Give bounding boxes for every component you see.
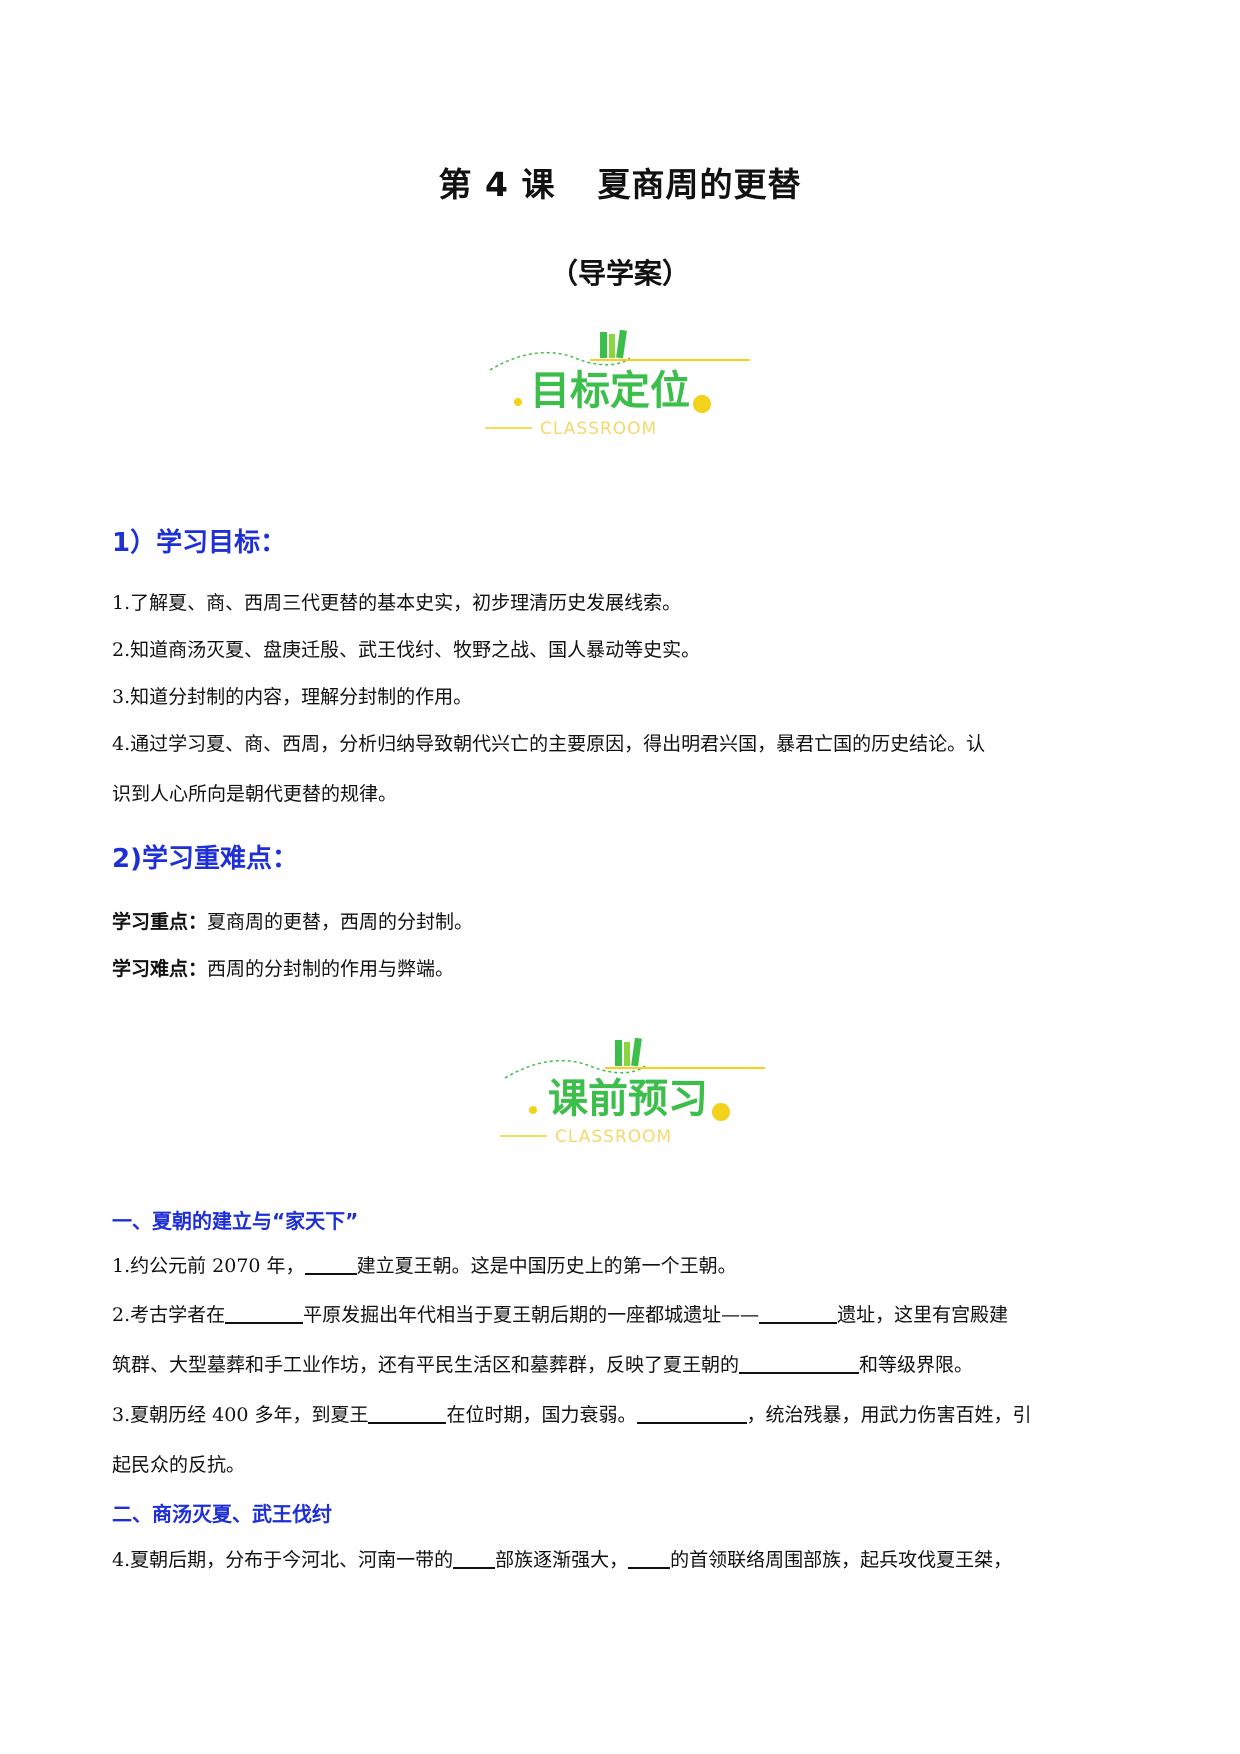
lesson-subtitle: （导学案） bbox=[549, 257, 690, 290]
preview-part2-heading: 二、商汤灭夏、武王伐纣 bbox=[112, 1502, 332, 1526]
badge-preview-label: 课前预习 bbox=[548, 1076, 708, 1122]
badge-target-caption: CLASSROOM bbox=[540, 419, 657, 439]
lesson-title: 第 4 课 夏商周的更替 bbox=[0, 158, 1240, 206]
answer-blank[interactable] bbox=[759, 1302, 838, 1324]
key-point-label: 学习重点： bbox=[112, 911, 208, 933]
key-point-text: 夏商周的更替，西周的分封制。 bbox=[207, 911, 474, 933]
preview-part1-heading: 一、夏朝的建立与“家天下” bbox=[112, 1209, 359, 1233]
difficulty-line: 学习难点：西周的分封制的作用与弊端。 bbox=[112, 957, 1132, 981]
key-point-line: 学习重点：夏商周的更替，西周的分封制。 bbox=[112, 910, 1132, 934]
goal-item-2: 2.知道商汤灭夏、盘庚迁殷、武王伐纣、牧野之战、国人暴动等史实。 bbox=[112, 639, 701, 661]
question-2-cont: 筑群、大型墓葬和手工业作坊，还有平民生活区和墓葬群，反映了夏王朝的和等级界限。 bbox=[112, 1352, 974, 1376]
badge-preview-caption: CLASSROOM bbox=[555, 1127, 672, 1147]
goal-item-4: 4.通过学习夏、商、西周，分析归纳导致朝代兴亡的主要原因，得出明君兴国，暴君亡国… bbox=[112, 733, 986, 755]
badge-target-label: 目标定位 bbox=[530, 368, 690, 414]
section-goals-heading: 1）学习目标： bbox=[112, 528, 287, 558]
answer-blank[interactable] bbox=[368, 1402, 447, 1424]
answer-blank[interactable] bbox=[628, 1547, 671, 1569]
section-key-points-heading: 2)学习重难点： bbox=[112, 844, 298, 874]
question-3: 3.夏朝历经 400 多年，到夏王在位时期，国力衰弱。，统治残暴，用武力伤害百姓… bbox=[112, 1402, 1032, 1426]
goal-item-4-cont: 识到人心所向是朝代更替的规律。 bbox=[112, 783, 398, 805]
answer-blank[interactable] bbox=[225, 1302, 304, 1324]
goal-item-3: 3.知道分封制的内容，理解分封制的作用。 bbox=[112, 686, 473, 708]
question-3-cont: 起民众的反抗。 bbox=[112, 1454, 246, 1476]
books-icon bbox=[600, 329, 627, 359]
goal-item-1: 1.了解夏、商、西周三代更替的基本史实，初步理清历史发展线索。 bbox=[112, 592, 682, 614]
question-2: 2.考古学者在平原发掘出年代相当于夏王朝后期的一座都城遗址——遗址，这里有宫殿建 bbox=[112, 1302, 1009, 1326]
question-4: 4.夏朝后期，分布于今河北、河南一带的部族逐渐强大，的首领联络周围部族，起兵攻伐… bbox=[112, 1547, 1013, 1571]
difficulty-text: 西周的分封制的作用与弊端。 bbox=[207, 958, 455, 980]
answer-blank[interactable] bbox=[636, 1402, 747, 1424]
difficulty-label: 学习难点： bbox=[112, 958, 208, 980]
lesson-name: 夏商周的更替 bbox=[597, 165, 802, 204]
answer-blank[interactable] bbox=[304, 1253, 357, 1275]
badge-target: 目标定位 CLASSROOM bbox=[480, 322, 780, 452]
answer-blank[interactable] bbox=[453, 1547, 496, 1569]
lesson-number: 第 4 课 bbox=[438, 165, 556, 204]
question-1: 1.约公元前 2070 年，建立夏王朝。这是中国历史上的第一个王朝。 bbox=[112, 1253, 737, 1277]
badge-preview: 课前预习 CLASSROOM bbox=[495, 1030, 795, 1160]
books-icon bbox=[615, 1037, 642, 1067]
answer-blank[interactable] bbox=[739, 1352, 860, 1374]
